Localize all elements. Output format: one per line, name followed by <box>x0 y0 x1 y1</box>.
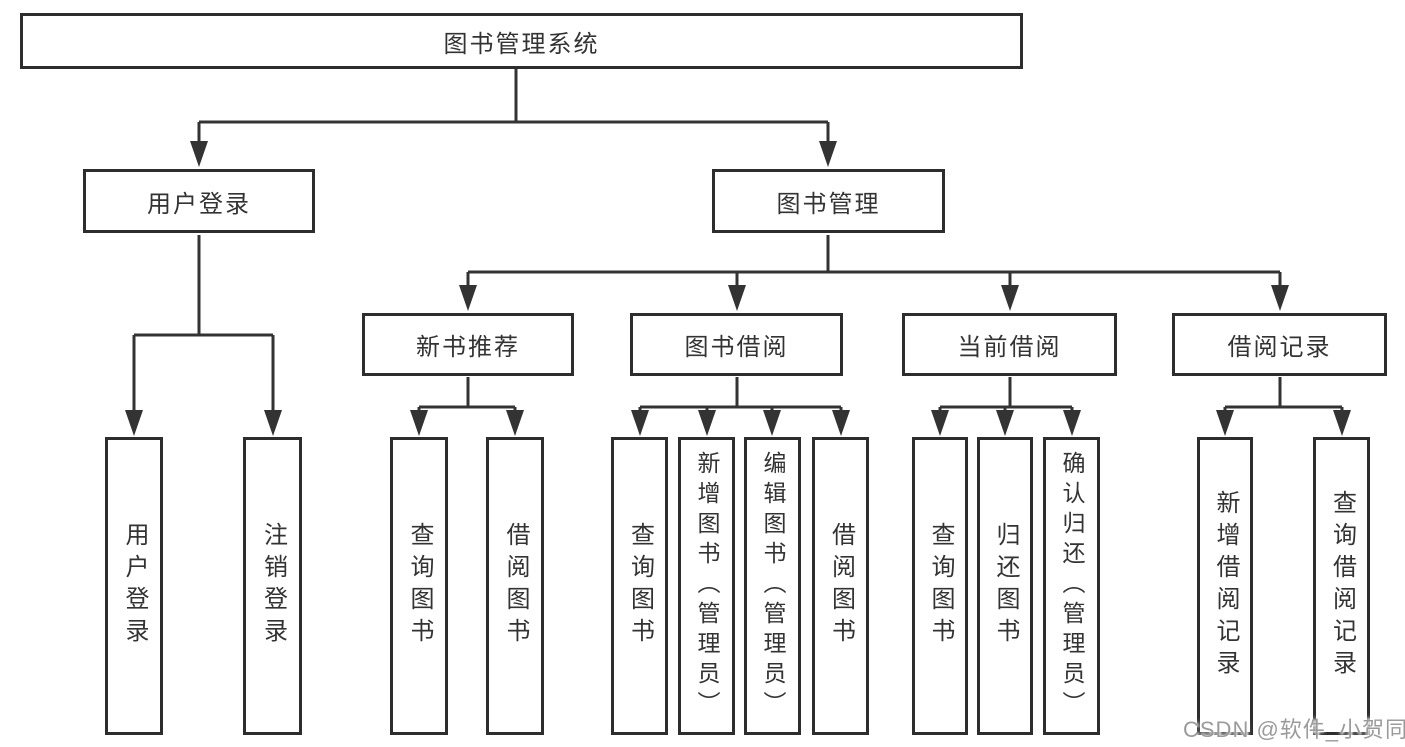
node-label: 借阅图书 <box>502 522 529 650</box>
node-label: 当前借阅 <box>957 334 1062 361</box>
node-library-management-system: 图书管理系统 <box>20 13 1023 69</box>
node-current-borrow: 当前借阅 <box>902 313 1117 376</box>
leaf-confirm-return-admin: 确认归还（管理员） <box>1043 437 1100 735</box>
leaf-query-books-borrow: 查询图书 <box>611 437 668 735</box>
node-label: 查询图书 <box>927 522 954 650</box>
node-label: 用户登录 <box>121 522 148 650</box>
leaf-user-login: 用户登录 <box>105 437 163 735</box>
leaf-query-books-recommend: 查询图书 <box>390 437 448 735</box>
node-label: 查询图书 <box>406 522 433 650</box>
node-label: 图书借阅 <box>684 334 789 361</box>
node-label: 确认归还（管理员） <box>1059 451 1085 721</box>
leaf-add-borrow-record: 新增借阅记录 <box>1197 437 1253 735</box>
node-label: 查询借阅记录 <box>1328 490 1356 682</box>
node-label: 借阅记录 <box>1227 334 1332 361</box>
leaf-edit-book-admin: 编辑图书（管理员） <box>744 437 801 735</box>
node-book-borrow: 图书借阅 <box>630 313 843 376</box>
node-user-login: 用户登录 <box>83 169 315 233</box>
leaf-add-book-admin: 新增图书（管理员） <box>678 437 735 735</box>
node-book-management: 图书管理 <box>712 169 945 233</box>
node-label: 图书管理 <box>776 190 881 218</box>
node-label: 编辑图书（管理员） <box>760 451 786 721</box>
leaf-borrow-books-borrow: 借阅图书 <box>812 437 869 735</box>
leaf-query-borrow-record: 查询借阅记录 <box>1313 437 1370 735</box>
node-new-book-recommend: 新书推荐 <box>362 313 574 376</box>
node-label: 查询图书 <box>626 522 654 650</box>
node-label: 借阅图书 <box>827 522 855 650</box>
node-label: 图书管理系统 <box>443 30 600 58</box>
node-label: 用户登录 <box>147 190 251 218</box>
node-label: 新增图书（管理员） <box>694 451 720 721</box>
node-label: 新书推荐 <box>416 334 520 361</box>
leaf-borrow-books-recommend: 借阅图书 <box>486 437 544 735</box>
node-label: 新增借阅记录 <box>1212 490 1239 682</box>
node-borrow-records: 借阅记录 <box>1172 313 1387 376</box>
csdn-watermark: CSDN @软件_小贺同学 <box>1183 717 1405 742</box>
node-label: 注销登录 <box>259 522 287 650</box>
node-label: 归还图书 <box>992 522 1019 650</box>
leaf-return-books: 归还图书 <box>977 437 1033 735</box>
leaf-logout: 注销登录 <box>243 437 302 735</box>
arrowheads <box>125 141 1351 436</box>
leaf-query-books-current: 查询图书 <box>912 437 968 735</box>
